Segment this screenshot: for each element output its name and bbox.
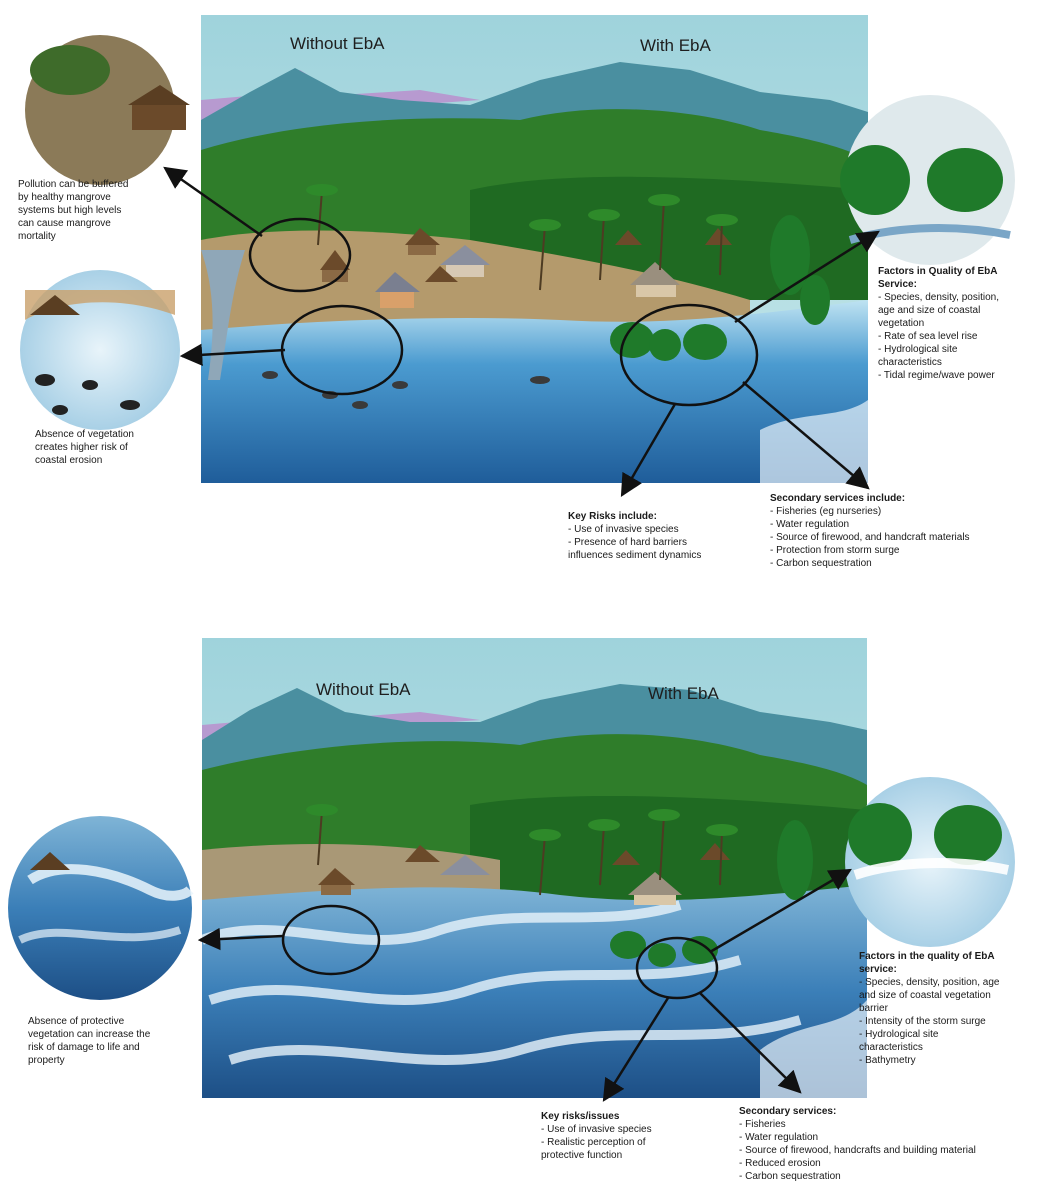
top-key-risks-item: - Presence of hard barriers	[568, 536, 748, 549]
top-key-risks-box: Key Risks include: - Use of invasive spe…	[568, 510, 748, 562]
bottom-factors-item: - Species, density, position, age	[859, 976, 1054, 989]
bottom-factors-item: and size of coastal vegetation	[859, 989, 1054, 1002]
bottom-factors-item: barrier	[859, 1002, 1054, 1015]
top-factors-item: vegetation	[878, 317, 1053, 330]
top-secondary-item: - Source of firewood, and handcraft mate…	[770, 531, 1055, 544]
top-key-risks-item: - Use of invasive species	[568, 523, 748, 536]
bottom-secondary-item: - Reduced erosion	[739, 1157, 1049, 1170]
top-pollution-note-line: mortality	[18, 230, 178, 243]
top-secondary-item: - Fisheries (eg nurseries)	[770, 505, 1055, 518]
bottom-factors-title: service:	[859, 963, 1054, 976]
top-pollution-note-line: by healthy mangrove	[18, 191, 178, 204]
top-secondary-box: Secondary services include: - Fisheries …	[770, 492, 1055, 570]
top-factors-item: characteristics	[878, 356, 1053, 369]
top-factors-item: - Hydrological site	[878, 343, 1053, 356]
bottom-key-risks-item: - Use of invasive species	[541, 1123, 721, 1136]
top-key-risks-title: Key Risks include:	[568, 510, 748, 523]
bottom-secondary-item: - Fisheries	[739, 1118, 1049, 1131]
bottom-factors-item: - Bathymetry	[859, 1054, 1054, 1067]
top-factors-box: Factors in Quality of EbA Service: - Spe…	[878, 265, 1053, 382]
top-bubble-pollution	[25, 35, 190, 185]
top-erosion-note-line: Absence of vegetation	[35, 428, 185, 441]
top-bubble-erosion	[20, 270, 180, 430]
bottom-key-risks-box: Key risks/issues - Use of invasive speci…	[541, 1110, 721, 1162]
bottom-secondary-item: - Water regulation	[739, 1131, 1049, 1144]
bottom-factors-item: - Hydrological site	[859, 1028, 1054, 1041]
top-secondary-item: - Carbon sequestration	[770, 557, 1055, 570]
top-factors-title: Factors in Quality of EbA	[878, 265, 1053, 278]
bottom-factors-item: - Intensity of the storm surge	[859, 1015, 1054, 1028]
top-factors-item: - Species, density, position,	[878, 291, 1053, 304]
top-secondary-title: Secondary services include:	[770, 492, 1055, 505]
bottom-damage-note-line: Absence of protective	[28, 1015, 208, 1028]
bottom-factors-title: Factors in the quality of EbA	[859, 950, 1054, 963]
bottom-scene	[202, 638, 867, 1098]
top-factors-item: - Tidal regime/wave power	[878, 369, 1053, 382]
bottom-factors-box: Factors in the quality of EbA service: -…	[859, 950, 1054, 1067]
top-secondary-item: - Protection from storm surge	[770, 544, 1055, 557]
bottom-bubble-factors	[845, 777, 1015, 947]
top-erosion-note-line: creates higher risk of	[35, 441, 185, 454]
bottom-secondary-title: Secondary services:	[739, 1105, 1049, 1118]
top-secondary-item: - Water regulation	[770, 518, 1055, 531]
top-factors-item: age and size of coastal	[878, 304, 1053, 317]
top-erosion-note-line: coastal erosion	[35, 454, 185, 467]
top-label-with-eba: With EbA	[640, 36, 711, 56]
bottom-secondary-box: Secondary services: - Fisheries - Water …	[739, 1105, 1049, 1183]
top-factors-item: - Rate of sea level rise	[878, 330, 1053, 343]
top-label-without-eba: Without EbA	[290, 34, 385, 54]
top-pollution-note-line: can cause mangrove	[18, 217, 178, 230]
top-pollution-note-line: systems but high levels	[18, 204, 178, 217]
bottom-damage-note-line: property	[28, 1054, 208, 1067]
bottom-key-risks-item: protective function	[541, 1149, 721, 1162]
bottom-key-risks-title: Key risks/issues	[541, 1110, 721, 1123]
top-pollution-note: Pollution can be buffered by healthy man…	[18, 178, 178, 243]
top-factors-title: Service:	[878, 278, 1053, 291]
bottom-secondary-item: - Source of firewood, handcrafts and bui…	[739, 1144, 1049, 1157]
top-key-risks-item: influences sediment dynamics	[568, 549, 748, 562]
bottom-label-without-eba: Without EbA	[316, 680, 411, 700]
bottom-bubble-damage	[8, 816, 192, 1000]
top-erosion-note: Absence of vegetation creates higher ris…	[35, 428, 185, 467]
bottom-damage-note-line: risk of damage to life and	[28, 1041, 208, 1054]
bottom-damage-note-line: vegetation can increase the	[28, 1028, 208, 1041]
bottom-label-with-eba: With EbA	[648, 684, 719, 704]
bottom-factors-item: characteristics	[859, 1041, 1054, 1054]
top-scene	[201, 15, 868, 483]
bottom-damage-note: Absence of protective vegetation can inc…	[28, 1015, 208, 1067]
top-pollution-note-line: Pollution can be buffered	[18, 178, 178, 191]
bottom-secondary-item: - Carbon sequestration	[739, 1170, 1049, 1183]
bottom-key-risks-item: - Realistic perception of	[541, 1136, 721, 1149]
